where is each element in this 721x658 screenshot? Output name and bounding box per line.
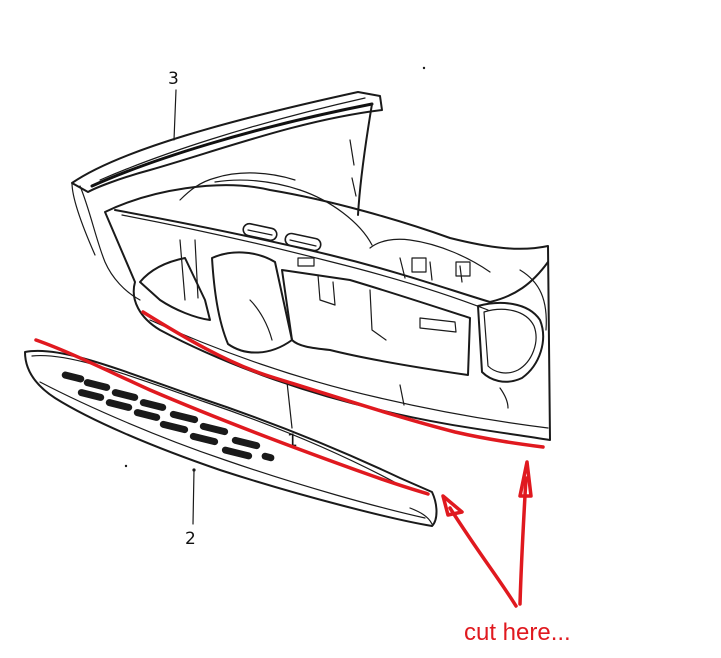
cut-here-label: cut here... [464,619,571,646]
arrow-head-bumper [518,460,533,498]
callout-part-2: 2 [185,529,196,549]
bumper-cover-part-1 [104,139,551,441]
cut-line-upper [141,310,545,449]
callout-part-1: 1 [287,431,298,451]
callout-leaders [124,66,426,525]
lower-valance-part-2 [24,349,438,527]
arrow-to-valance [448,506,518,608]
cut-line-lower [34,338,430,496]
fender-trim-part-3 [71,91,383,301]
callout-part-3: 3 [168,69,179,89]
cut-line-markup: cut here... [34,310,571,646]
valance-vent-slots [61,371,275,462]
arrow-head-valance [441,494,464,517]
